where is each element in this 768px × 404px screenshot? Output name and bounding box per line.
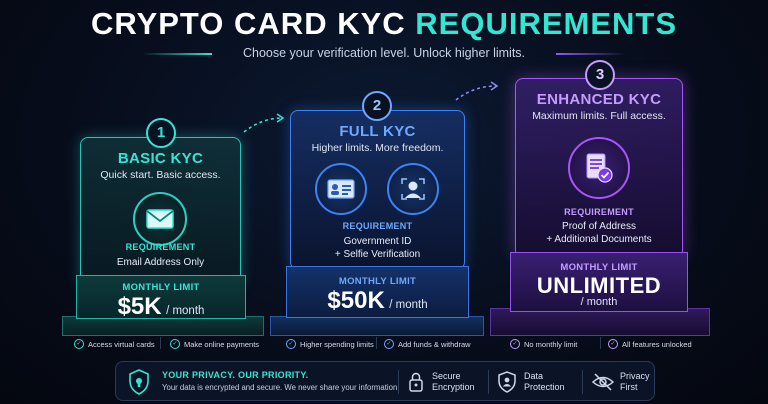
feature-label: Add funds & withdraw bbox=[398, 339, 471, 349]
footer-item-line2: Encryption bbox=[432, 382, 475, 392]
tier-3-requirement-label: REQUIREMENT bbox=[564, 207, 634, 217]
feature-item: ✓ Access virtual cards bbox=[74, 339, 155, 349]
privacy-footer: YOUR PRIVACY. OUR PRIORITY. Your data is… bbox=[115, 361, 655, 401]
tier-2-requirement-1: Government ID bbox=[343, 236, 412, 247]
title-highlight: REQUIREMENTS bbox=[415, 6, 678, 41]
tier-2-requirement-label: REQUIREMENT bbox=[342, 221, 413, 231]
subtitle-divider-left bbox=[142, 53, 212, 55]
tier-3-limit-period: / month bbox=[580, 296, 618, 308]
tier-3-limit bbox=[510, 252, 688, 312]
feature-item: ✓ Make online payments bbox=[170, 339, 259, 349]
tier-2-limit-value: $50K / month bbox=[286, 287, 469, 315]
feature-item: ✓ No monthly limit bbox=[510, 339, 577, 349]
tier-2-card: FULL KYC Higher limits. More freedom. RE… bbox=[290, 110, 465, 270]
subtitle-wrap: Choose your verification level. Unlock h… bbox=[0, 44, 768, 62]
shield-user-icon bbox=[498, 371, 516, 393]
tier-2-limit-amount: $50K bbox=[327, 287, 385, 314]
feature-divider bbox=[160, 337, 161, 349]
footer-divider bbox=[398, 370, 399, 394]
feature-item: ✓ Add funds & withdraw bbox=[384, 339, 471, 349]
tier-3-limit-amount: UNLIMITED bbox=[536, 273, 662, 298]
tier-3-card: ENHANCED KYC Maximum limits. Full access… bbox=[515, 78, 683, 258]
tier-2-limit-label: MONTHLY LIMIT bbox=[338, 276, 417, 287]
tier-3-requirement-2: + Additional Documents bbox=[546, 234, 652, 245]
tier-2-base bbox=[270, 316, 484, 336]
privacy-text: Your data is encrypted and secure. We ne… bbox=[162, 383, 400, 392]
tier-2-description: Higher limits. More freedom. bbox=[311, 142, 444, 154]
document-check-icon bbox=[568, 137, 630, 199]
title-main: CRYPTO CARD KYC bbox=[90, 6, 406, 41]
face-scan-icon bbox=[387, 163, 439, 215]
tier-3-description: Maximum limits. Full access. bbox=[532, 110, 666, 122]
tier-1-limit-value: $5K / month bbox=[76, 293, 246, 321]
check-icon: ✓ bbox=[286, 339, 296, 349]
footer-item-line2: First bbox=[620, 382, 638, 392]
feature-label: No monthly limit bbox=[524, 339, 578, 349]
footer-divider bbox=[488, 370, 489, 394]
feature-label: Higher spending limits bbox=[300, 339, 374, 349]
subtitle-divider-right bbox=[556, 53, 626, 55]
tier-2-badge: 2 bbox=[362, 91, 392, 121]
feature-divider bbox=[376, 337, 377, 349]
tier-2-title: FULL KYC bbox=[339, 123, 416, 140]
tier-3-limit-label: MONTHLY LIMIT bbox=[560, 262, 638, 273]
check-icon: ✓ bbox=[74, 339, 84, 349]
tier-1-limit-amount: $5K bbox=[117, 293, 162, 320]
tier-1-limit-period: / month bbox=[166, 305, 205, 317]
feature-label: Access virtual cards bbox=[88, 339, 155, 349]
feature-divider bbox=[600, 337, 601, 349]
tier-1-title: BASIC KYC bbox=[117, 150, 204, 167]
eye-off-icon bbox=[592, 373, 614, 391]
footer-item-line1: Data bbox=[524, 371, 544, 381]
tier-2-requirement-2: + Selfie Verification bbox=[334, 249, 421, 260]
tier-3-title: ENHANCED KYC bbox=[536, 91, 662, 108]
privacy-title: YOUR PRIVACY. OUR PRIORITY. bbox=[162, 370, 309, 380]
tier-1-limit-label: MONTHLY LIMIT bbox=[122, 282, 200, 293]
check-icon: ✓ bbox=[608, 339, 618, 349]
tier-2-limit-period: / month bbox=[389, 299, 428, 311]
lock-icon bbox=[409, 372, 423, 392]
tier-1-requirement-label: REQUIREMENT bbox=[125, 242, 196, 252]
feature-label: All features unlocked bbox=[622, 339, 692, 349]
footer-item-protection: Data Protection bbox=[524, 371, 565, 393]
feature-label: Make online payments bbox=[184, 339, 260, 349]
footer-item-line1: Privacy bbox=[620, 371, 650, 381]
tier-3-base bbox=[490, 308, 710, 336]
envelope-icon bbox=[133, 192, 187, 246]
page-title: CRYPTO CARD KYC REQUIREMENTS bbox=[0, 6, 768, 42]
subtitle: Choose your verification level. Unlock h… bbox=[242, 46, 526, 60]
tier-3-badge: 3 bbox=[585, 60, 615, 90]
footer-item-line2: Protection bbox=[524, 382, 565, 392]
feature-item: ✓ All features unlocked bbox=[608, 339, 692, 349]
shield-icon bbox=[129, 369, 149, 395]
tier-1-card: BASIC KYC Quick start. Basic access. REQ… bbox=[80, 137, 241, 287]
id-card-icon bbox=[315, 163, 367, 215]
arrow-1-to-2-icon bbox=[243, 113, 285, 133]
arrow-2-to-3-icon bbox=[455, 81, 499, 101]
check-icon: ✓ bbox=[510, 339, 520, 349]
tier-1-description: Quick start. Basic access. bbox=[100, 169, 221, 181]
check-icon: ✓ bbox=[384, 339, 394, 349]
tier-1-limit bbox=[76, 275, 246, 319]
tier-1-badge: 1 bbox=[146, 118, 176, 148]
footer-item-privacy: Privacy First bbox=[620, 371, 650, 393]
feature-item: ✓ Higher spending limits bbox=[286, 339, 374, 349]
check-icon: ✓ bbox=[170, 339, 180, 349]
footer-item-line1: Secure bbox=[432, 371, 461, 381]
footer-divider bbox=[582, 370, 583, 394]
tier-1-requirement-1: Email Address Only bbox=[116, 257, 205, 268]
footer-item-encryption: Secure Encryption bbox=[432, 371, 475, 393]
tier-3-requirement-1: Proof of Address bbox=[562, 221, 636, 232]
tier-2-limit bbox=[286, 266, 469, 318]
